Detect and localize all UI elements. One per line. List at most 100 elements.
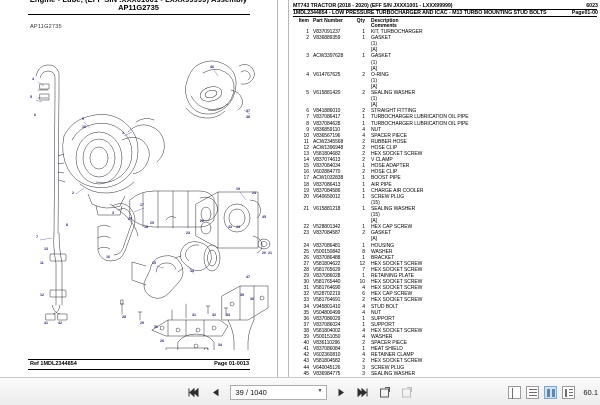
svg-text:27: 27 bbox=[128, 217, 132, 221]
table-row[interactable]: (15) bbox=[289, 200, 600, 206]
svg-text:33: 33 bbox=[226, 313, 230, 317]
table-row[interactable]: [A] bbox=[289, 102, 600, 108]
cell-qty: 4 bbox=[362, 352, 365, 359]
svg-text:4: 4 bbox=[32, 77, 34, 81]
table-row[interactable]: (1) bbox=[289, 41, 600, 47]
table-row[interactable]: [A] bbox=[289, 84, 600, 90]
fit-width-icon[interactable] bbox=[399, 384, 415, 401]
next-page-icon[interactable] bbox=[333, 384, 349, 401]
page-left-diagram[interactable]: Engine - Lube, (EFF SIN .XXX01001 - LXXX… bbox=[0, 0, 277, 377]
table-row[interactable]: (1) bbox=[289, 96, 600, 102]
cell-qty: 4 bbox=[362, 334, 365, 340]
cell-part-number: V945801410 bbox=[313, 303, 341, 310]
table-row[interactable]: [A] bbox=[289, 66, 600, 72]
toolbar-pagination-group[interactable]: 39 / 1040 ▼ bbox=[0, 378, 600, 405]
table-row[interactable]: [A] bbox=[289, 47, 600, 53]
chevron-down-icon[interactable]: ▼ bbox=[317, 388, 323, 394]
column-header-part-number: Part Number bbox=[313, 17, 344, 24]
cell-description: SPACER PIECE bbox=[371, 340, 407, 347]
cell-part-number: ACW3397628 bbox=[313, 53, 344, 60]
table-row[interactable]: [A] bbox=[289, 236, 600, 242]
exploded-parts-diagram[interactable]: 1 2 3 4 5 6 7 8 9 10 11 12 13 14 15 16 1 bbox=[0, 28, 277, 350]
two-page-continuous-view-icon[interactable] bbox=[562, 385, 576, 399]
last-page-icon[interactable] bbox=[355, 384, 371, 401]
cell-description: HEX SOCKET SCREW bbox=[371, 358, 423, 365]
table-row[interactable]: (15) bbox=[289, 212, 600, 218]
page-right-parts-list[interactable]: MT743 TRACTOR (2018 - 2020) (EFF S/N JXX… bbox=[289, 0, 600, 377]
toolbar-view-modes-group[interactable]: 60.1 bbox=[508, 378, 600, 405]
table-row[interactable]: (1) bbox=[289, 78, 600, 84]
cell-part-number: V615881420 bbox=[313, 90, 341, 96]
fit-page-icon[interactable] bbox=[377, 384, 393, 401]
page-number-input[interactable]: 39 / 1040 ▼ bbox=[229, 384, 327, 400]
cell-item: 31 bbox=[303, 285, 309, 292]
viewer-toolbar[interactable]: 39 / 1040 ▼ 60.1 bbox=[0, 377, 600, 405]
document-pages-area[interactable]: Engine - Lube, (EFF SIN .XXX01001 - LXXX… bbox=[0, 0, 600, 377]
cell-description: BRACKET bbox=[371, 254, 395, 261]
two-page-view-icon[interactable] bbox=[544, 385, 558, 399]
column-header-qty: Qty bbox=[356, 17, 365, 24]
cell-item: 14 bbox=[303, 157, 309, 164]
svg-text:10: 10 bbox=[82, 125, 86, 129]
cell-description: AIR PIPE bbox=[371, 181, 392, 188]
first-page-icon[interactable] bbox=[186, 384, 202, 401]
cell-part-number: ACW2345568 bbox=[313, 138, 344, 145]
svg-text:42: 42 bbox=[58, 321, 62, 325]
cell-description: HEX CAP SCREW bbox=[371, 224, 413, 231]
column-header-description: Description bbox=[371, 17, 399, 24]
cell-item: 13 bbox=[303, 151, 309, 157]
zoom-level-value[interactable]: 60.1 bbox=[583, 387, 598, 397]
single-page-view-icon[interactable] bbox=[508, 385, 522, 399]
continuous-view-icon[interactable] bbox=[526, 385, 540, 399]
table-row[interactable]: (1) bbox=[289, 60, 600, 66]
previous-page-icon[interactable] bbox=[208, 384, 224, 401]
table-row[interactable]: [A] bbox=[289, 218, 600, 224]
cell-description: SPACER PIECE bbox=[371, 132, 407, 139]
